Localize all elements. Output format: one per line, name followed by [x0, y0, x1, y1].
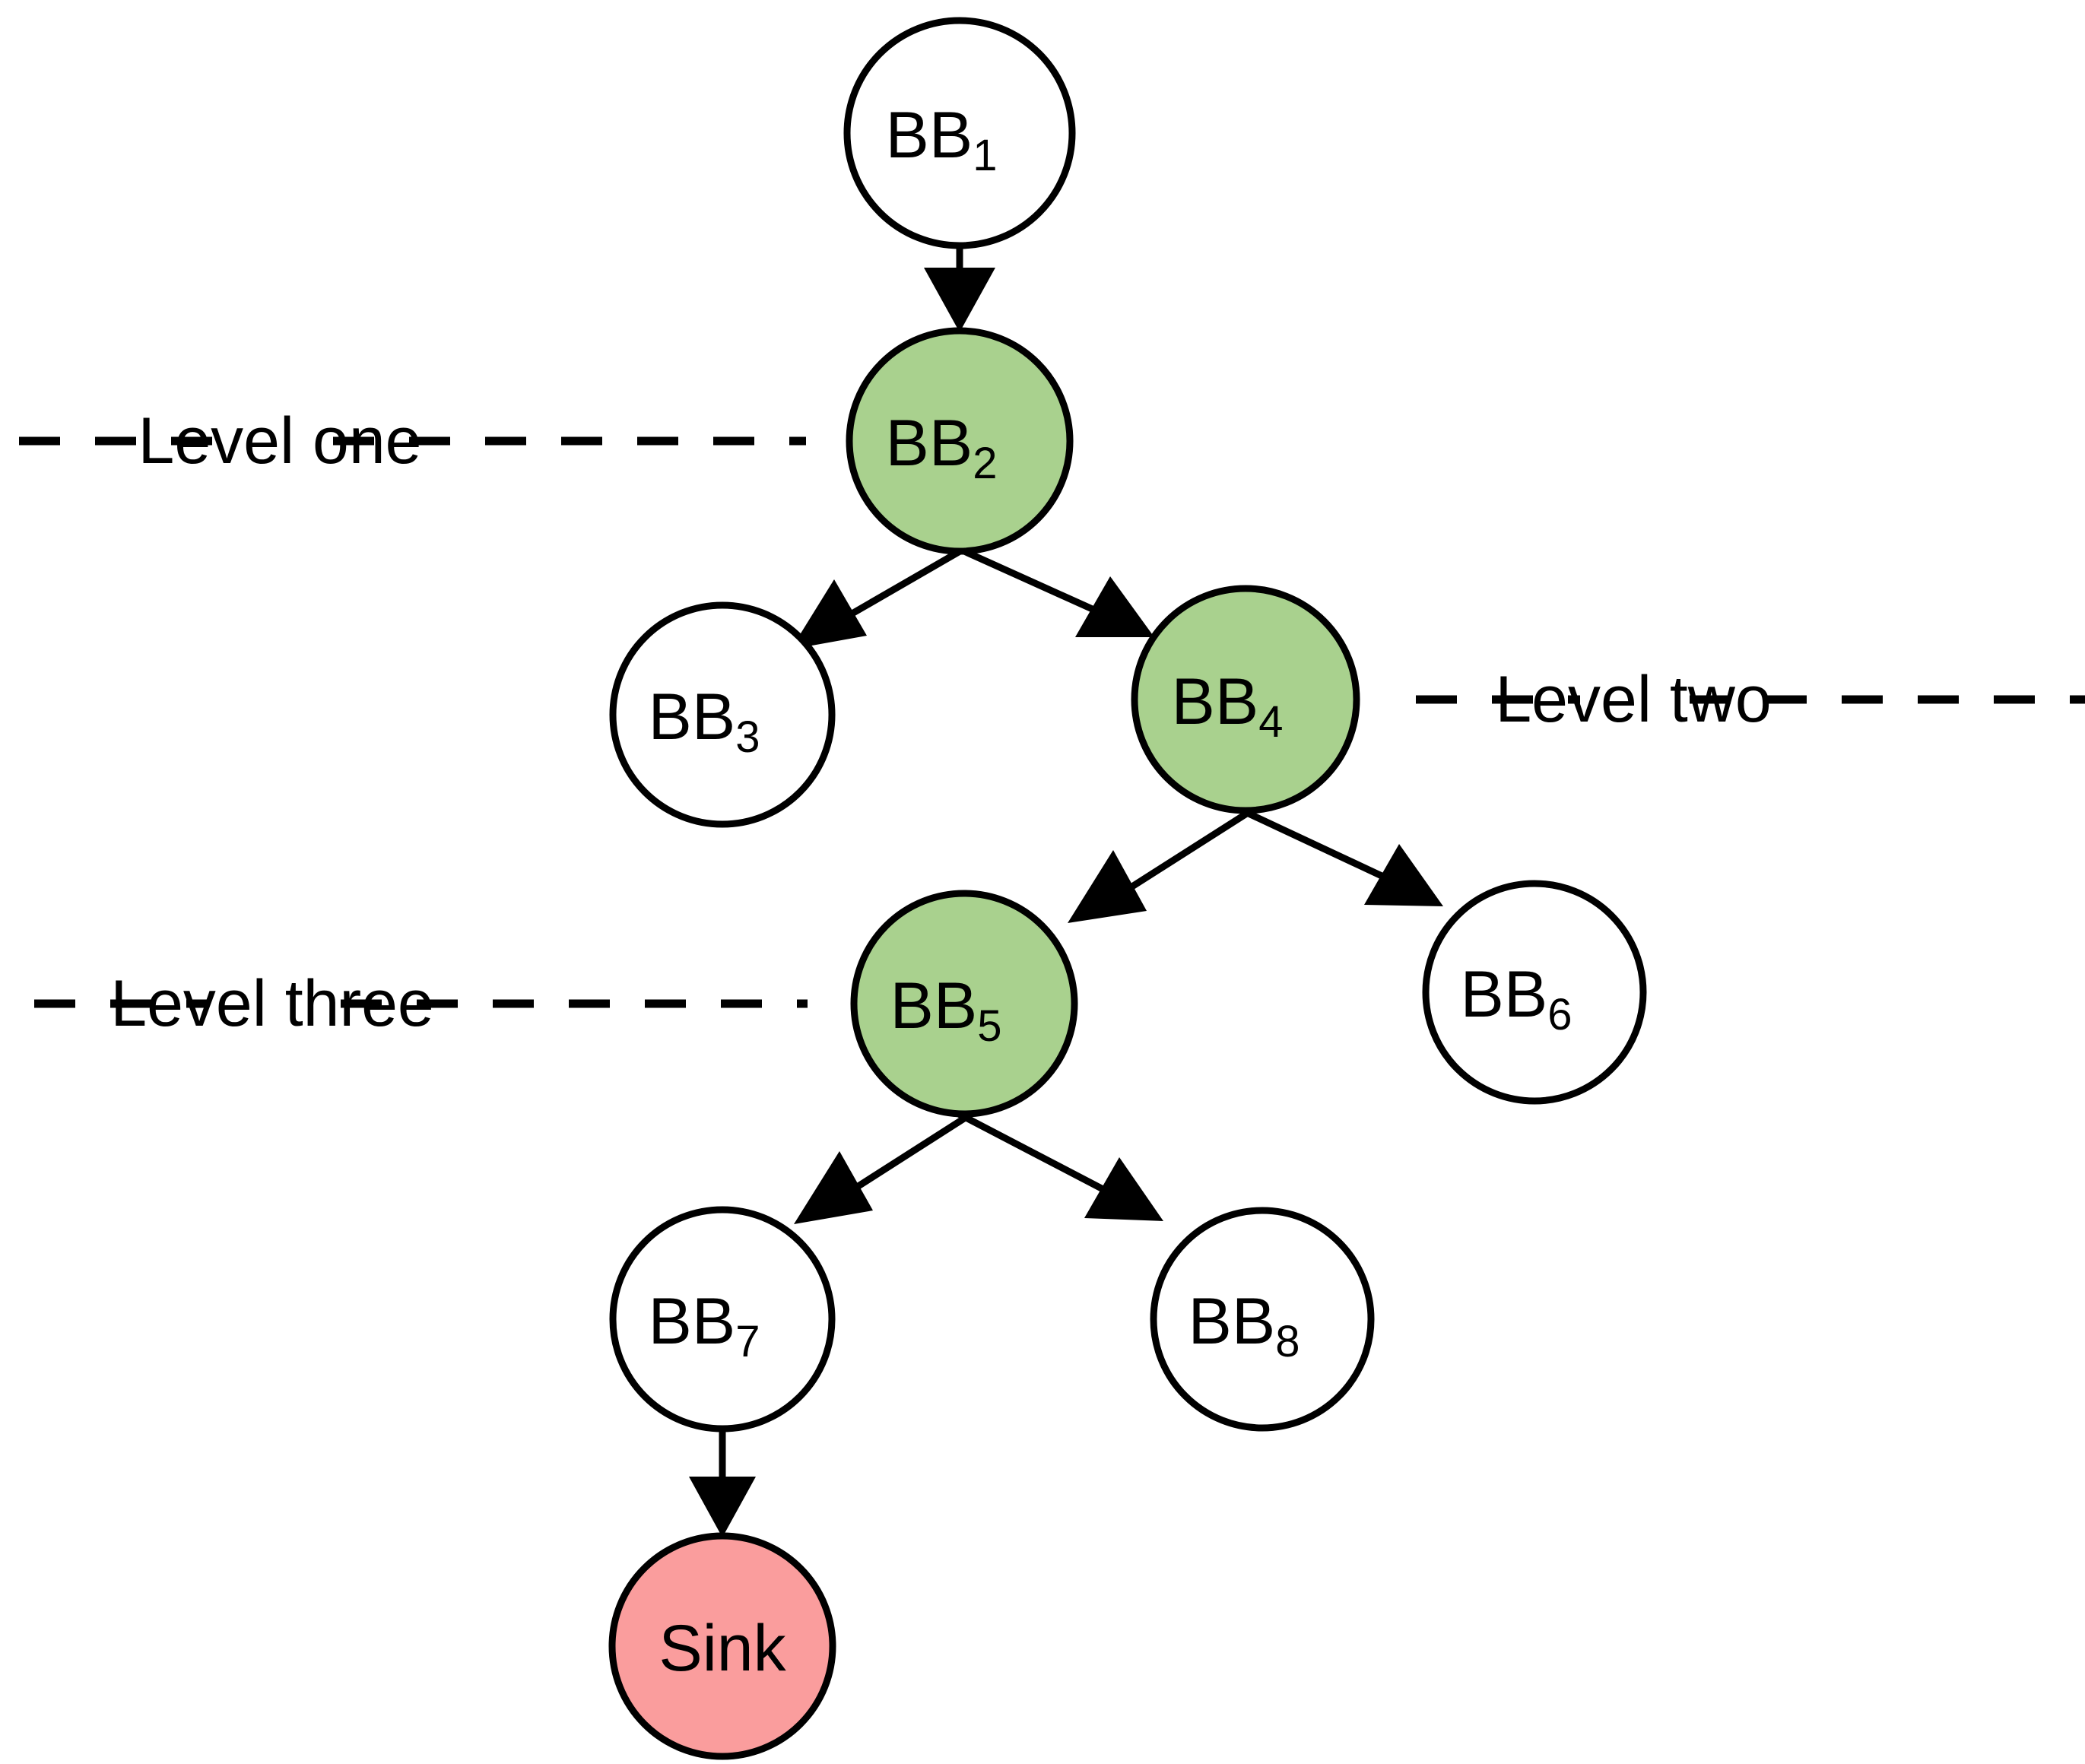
level-separators: Level one Level two Level three — [19, 405, 2085, 1040]
edge-bb1-to-bb2 — [924, 246, 995, 332]
edge-bb5-to-bb7 — [794, 1109, 977, 1224]
edge-bb4-to-bb6-shaft — [1234, 804, 1393, 884]
edge-bb2-to-bb4-arrowhead — [1075, 576, 1154, 637]
edge-bb2-to-bb3-shaft — [833, 541, 974, 627]
node-bb3-circle[interactable] — [609, 601, 836, 828]
node-bb5-circle[interactable] — [850, 890, 1078, 1118]
node-bb6[interactable]: BB6 — [1422, 880, 1647, 1105]
node-bb7[interactable]: BB7 — [609, 1206, 836, 1432]
node-bb4-circle[interactable] — [1131, 585, 1360, 814]
edge-bb5-to-bb7-arrowhead — [794, 1151, 873, 1224]
edge-bb4-to-bb6-arrowhead — [1364, 844, 1443, 906]
edge-bb2-to-bb4 — [947, 541, 1154, 637]
edge-bb2-to-bb4-shaft — [947, 541, 1106, 618]
node-bb1-circle[interactable] — [843, 17, 1076, 249]
edges — [689, 246, 1443, 1537]
edge-bb5-to-bb8 — [952, 1109, 1163, 1221]
edge-bb4-to-bb6 — [1234, 804, 1443, 906]
node-sink-circle[interactable] — [608, 1532, 836, 1760]
edge-bb4-to-bb5-arrowhead — [1068, 850, 1147, 923]
edge-bb4-to-bb5 — [1068, 804, 1258, 923]
edge-bb7-to-sink-arrowhead — [689, 1477, 756, 1537]
node-bb5[interactable]: BB5 — [850, 890, 1078, 1118]
node-bb1[interactable]: BB1 — [843, 17, 1076, 249]
node-bb2[interactable]: BB2 — [846, 327, 1074, 555]
node-bb6-circle[interactable] — [1422, 880, 1647, 1105]
level-separator-level-two: Level two — [1416, 663, 2085, 736]
edge-bb5-to-bb8-shaft — [952, 1109, 1114, 1197]
edge-bb2-to-bb3 — [791, 541, 974, 649]
node-bb4[interactable]: BB4 — [1131, 585, 1360, 814]
edge-bb5-to-bb7-shaft — [842, 1109, 977, 1198]
node-bb2-circle[interactable] — [846, 327, 1074, 555]
level-one-label: Level one — [138, 405, 422, 477]
edge-bb1-to-bb2-arrowhead — [924, 268, 995, 332]
node-bb8[interactable]: BB8 — [1150, 1207, 1375, 1432]
edge-bb5-to-bb8-arrowhead — [1084, 1157, 1163, 1221]
node-bb7-circle[interactable] — [609, 1206, 836, 1432]
level-separator-level-three: Level three — [34, 967, 808, 1040]
node-bb8-circle[interactable] — [1150, 1207, 1375, 1432]
level-three-label: Level three — [110, 967, 434, 1040]
level-separator-level-one: Level one — [19, 405, 806, 477]
edge-bb4-to-bb5-shaft — [1115, 804, 1258, 899]
node-sink[interactable]: Sink — [608, 1532, 836, 1760]
edge-bb2-to-bb3-arrowhead — [791, 579, 867, 649]
edge-bb7-to-sink — [689, 1429, 756, 1537]
node-bb3[interactable]: BB3 — [609, 601, 836, 828]
